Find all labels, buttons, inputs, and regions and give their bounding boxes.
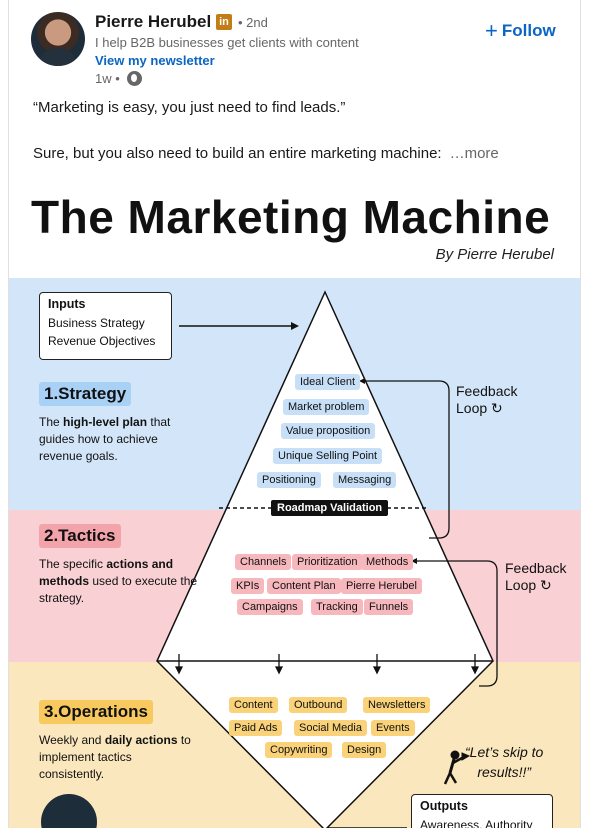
strategy-title: 1.Strategy <box>39 382 132 406</box>
pill-messaging: Messaging <box>333 472 397 488</box>
pill-funnels: Funnels <box>364 599 414 615</box>
operations-desc-post: to implement tactics consistently. <box>39 733 191 781</box>
feedback-loop-2 <box>413 560 498 687</box>
post-timestamp: 1w • <box>95 71 120 86</box>
infographic-byline: By Pierre Herubel <box>435 246 554 263</box>
strategy-desc-bold: high-level plan <box>63 415 148 429</box>
pill-copywriting: Copywriting <box>265 742 333 758</box>
view-newsletter-link[interactable]: View my newsletter <box>95 53 215 68</box>
inputs-title: Inputs <box>48 297 86 311</box>
feedback-1-line-1: Feedback <box>456 383 518 399</box>
strategy-description: The high-level plan that guides how to a… <box>39 414 199 465</box>
feedback-2-line-1: Feedback <box>505 560 567 576</box>
post-text-body: Sure, but you also need to build an enti… <box>33 145 442 162</box>
see-more-link[interactable]: …more <box>449 145 499 162</box>
pill-methods: Methods <box>361 554 414 570</box>
tactics-desc-bold: actions and methods <box>39 557 174 588</box>
runner-icon <box>443 750 471 785</box>
outputs-line: Awareness, Authority <box>420 818 533 828</box>
strategy-desc-post: that guides how to achieve revenue goals… <box>39 415 171 463</box>
strategy-desc-pre: The <box>39 415 64 429</box>
roadmap-validation-label: Roadmap Validation <box>271 500 389 516</box>
plus-icon: + <box>485 18 498 43</box>
pill-prioritization: Prioritization <box>292 554 363 570</box>
pill-design: Design <box>342 742 387 758</box>
linkedin-post-card: Pierre Herubel in • 2nd I help B2B busin… <box>8 0 581 828</box>
pill-outbound: Outbound <box>289 697 348 713</box>
feedback-loop-1-arrowhead <box>359 378 365 384</box>
inputs-box: Inputs Business Strategy Revenue Objecti… <box>39 292 172 360</box>
outputs-title: Outputs <box>420 799 468 813</box>
pill-paid-ads: Paid Ads <box>229 720 283 736</box>
quote-line-2: results!!” <box>477 764 532 780</box>
linkedin-premium-icon: in <box>216 14 232 30</box>
inputs-arrowhead <box>291 322 299 330</box>
operations-description: Weekly and daily actions to implement ta… <box>39 732 199 783</box>
inputs-line-2: Revenue Objectives <box>48 334 156 348</box>
follow-label: Follow <box>501 21 556 40</box>
author-avatar[interactable] <box>31 12 85 66</box>
outputs-box: Outputs Awareness, Authority <box>411 794 553 828</box>
pill-market-problem: Market problem <box>283 399 370 415</box>
infographic-title: The Marketing Machine <box>31 191 551 243</box>
author-name[interactable]: Pierre Herubel <box>95 12 212 31</box>
down-arrows <box>174 654 480 675</box>
pill-pierre-herubel: Pierre Herubel <box>341 578 422 594</box>
feedback-1-line-2: Loop ↻ <box>456 400 503 416</box>
feedback-2-line-2: Loop ↻ <box>505 577 552 593</box>
connection-degree: • 2nd <box>238 15 268 30</box>
post-text-line-1: “Marketing is easy, you just need to fin… <box>33 99 346 116</box>
operations-title: 3.Operations <box>39 700 153 724</box>
feedback-loop-1 <box>361 380 450 539</box>
bottom-avatar <box>41 794 97 828</box>
pill-kpis: KPIs <box>231 578 265 594</box>
pill-social-media: Social Media <box>294 720 367 736</box>
tactics-description: The specific actions and methods used to… <box>39 556 199 607</box>
pill-content-plan: Content Plan <box>267 578 341 594</box>
marketing-machine-infographic[interactable]: The Marketing Machine By Pierre Herubel <box>9 170 580 828</box>
globe-icon <box>127 71 142 86</box>
skip-to-results-quote: “Let’s skip to results!!” <box>465 742 543 782</box>
post-text-line-2: Sure, but you also need to build an enti… <box>33 145 499 162</box>
pill-value-proposition: Value proposition <box>281 423 376 439</box>
pill-channels: Channels <box>235 554 292 570</box>
pill-usp: Unique Selling Point <box>273 448 383 464</box>
pill-events: Events <box>371 720 415 736</box>
pill-ideal-client: Ideal Client <box>295 374 361 390</box>
feedback-loop-2-arrowhead <box>411 558 417 564</box>
tactics-title: 2.Tactics <box>39 524 121 548</box>
pill-positioning: Positioning <box>257 472 321 488</box>
author-headline: I help B2B businesses get clients with c… <box>95 35 359 50</box>
pill-tracking: Tracking <box>311 599 363 615</box>
operations-desc-pre: Weekly and <box>39 733 105 747</box>
tactics-desc-pre: The specific <box>39 557 107 571</box>
pill-campaigns: Campaigns <box>237 599 303 615</box>
inputs-line-1: Business Strategy <box>48 316 145 330</box>
operations-desc-bold: daily actions <box>104 733 178 747</box>
pill-content: Content <box>229 697 278 713</box>
quote-line-1: “Let’s skip to <box>465 744 544 760</box>
pill-newsletters: Newsletters <box>363 697 431 713</box>
tactics-desc-post: used to execute the strategy. <box>39 574 198 605</box>
follow-button[interactable]: +Follow <box>485 18 556 44</box>
